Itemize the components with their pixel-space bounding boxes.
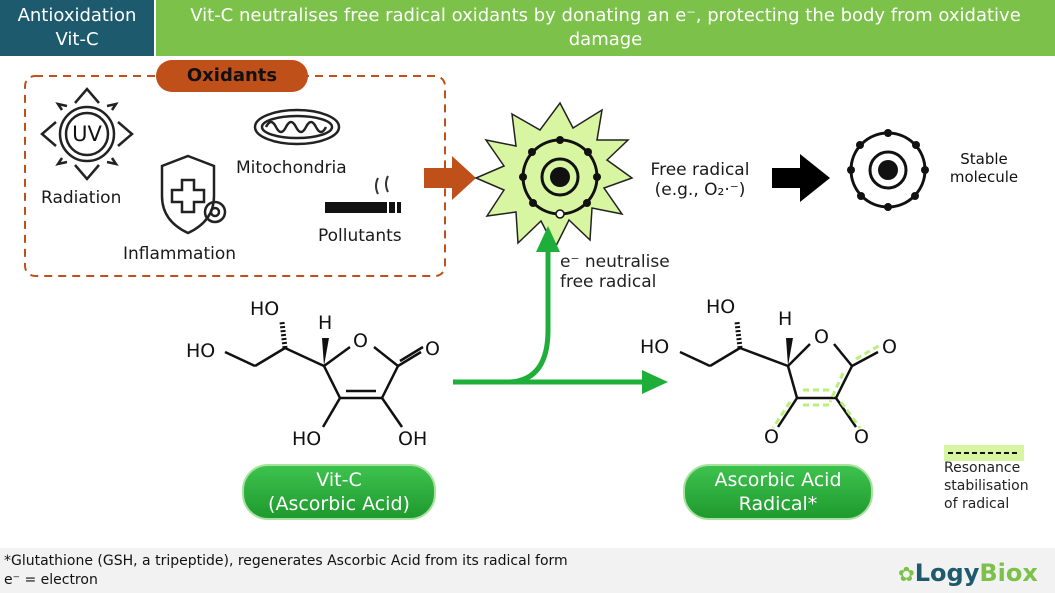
electron-note: e⁻ neutralise free radical: [560, 252, 670, 292]
stabilisation-arrow: [772, 154, 830, 202]
logo-part1: Logy: [914, 559, 980, 587]
logo-part2: Biox: [979, 559, 1038, 587]
radical-ho-top: HO: [706, 296, 736, 318]
legend-line3: of radical: [944, 496, 1010, 512]
radical-o-carbonyl: O: [882, 336, 897, 358]
vitc-pill-line2: (Ascorbic Acid): [268, 493, 410, 515]
header-left-line1: Antioxidation: [17, 5, 137, 26]
stable-molecule-label: Stable molecule: [944, 150, 1024, 186]
legend-line1: Resonance: [944, 460, 1021, 476]
footer-note-electron: e⁻ = electron: [4, 572, 98, 588]
uv-icon-label: UV: [72, 122, 102, 146]
mitochondria-icon: [253, 108, 341, 146]
radical-o-ring: O: [814, 326, 829, 348]
vitc-bonds: [224, 321, 424, 428]
resonance-bonds: [771, 343, 881, 429]
vitc-ho-left: HO: [186, 340, 216, 362]
oxidants-title: Oxidants: [156, 60, 308, 92]
vitc-pill: Vit-C (Ascorbic Acid): [242, 464, 436, 520]
vitc-pill-line1: Vit-C: [316, 469, 362, 491]
logybiox-logo: ✿LogyBiox: [898, 559, 1038, 587]
logo-gear-icon: ✿: [898, 562, 915, 586]
pollutants-label: Pollutants: [318, 226, 402, 246]
radical-pill-line1: Ascorbic Acid: [714, 469, 842, 491]
vitc-oh-right: OH: [398, 428, 428, 450]
vitc-ho-top: HO: [250, 298, 280, 320]
radical-pill-line2: Radical*: [738, 493, 818, 515]
radical-o-left: O: [764, 426, 779, 448]
cigarette-icon: [325, 175, 401, 213]
shield-icon: [160, 154, 227, 235]
vitc-o-carbonyl: O: [425, 338, 440, 360]
radical-h: H: [778, 308, 793, 330]
stable-line1: Stable: [960, 150, 1008, 168]
oxidant-arrow: [424, 156, 476, 200]
footer-bar: [0, 548, 1055, 593]
free-radical-label: Free radical (e.g., O₂·⁻): [640, 160, 760, 200]
resonance-legend: Resonance stabilisation of radical: [944, 459, 1029, 513]
free-radical-line2: (e.g., O₂·⁻): [654, 180, 746, 200]
vitc-o-ring: O: [353, 330, 368, 352]
header-left-badge: Antioxidation Vit-C: [0, 0, 154, 56]
inflammation-label: Inflammation: [123, 244, 237, 264]
vitc-h: H: [318, 312, 333, 334]
radical-bonds: [679, 321, 879, 428]
radiation-label: Radiation: [41, 188, 122, 208]
radical-ho-left: HO: [640, 336, 670, 358]
free-radical-line1: Free radical: [650, 160, 750, 180]
electron-arrow: [453, 248, 551, 385]
uv-sun-icon: [40, 87, 134, 181]
radical-o-right: O: [854, 426, 869, 448]
electron-note-line2: free radical: [560, 272, 657, 292]
stable-line2: molecule: [949, 168, 1019, 186]
legend-line2: stabilisation: [944, 478, 1029, 494]
missing-electron: [555, 209, 565, 219]
mitochondria-label: Mitochondria: [236, 158, 347, 178]
electron-note-line1: e⁻ neutralise: [560, 252, 670, 272]
radical-pill: Ascorbic Acid Radical*: [683, 464, 873, 520]
vitc-oh-left: HO: [292, 428, 322, 450]
footer-note-glutathione: *Glutathione (GSH, a tripeptide), regene…: [4, 553, 568, 569]
header-title: Vit-C neutralises free radical oxidants …: [156, 0, 1055, 56]
header-left-line2: Vit-C: [55, 29, 99, 50]
